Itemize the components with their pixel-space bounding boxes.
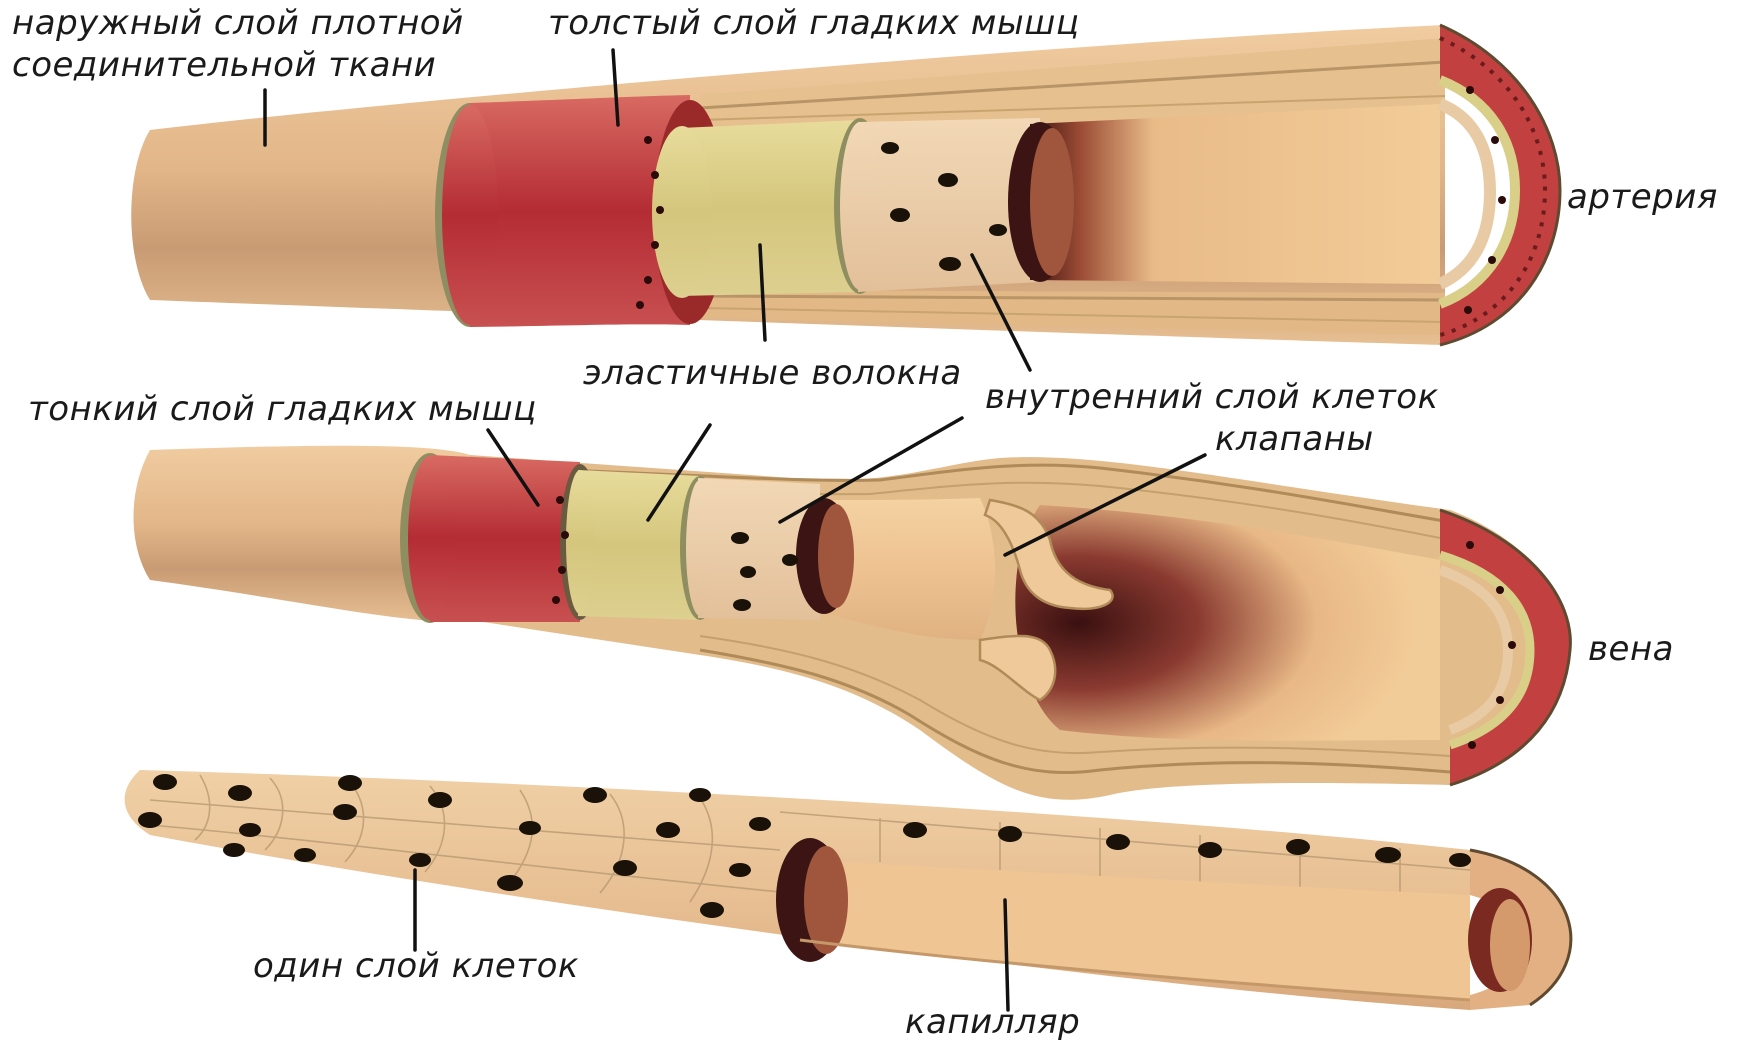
artery-lumen xyxy=(1030,104,1440,284)
label-thick-muscle: толстый слой гладких мышц xyxy=(548,3,1079,43)
label-outer-layer-line1: наружный слой плотной xyxy=(12,3,464,43)
label-inner-cells: внутренний слой клеток xyxy=(985,377,1439,417)
label-artery: артерия xyxy=(1567,177,1718,217)
label-vein: вена xyxy=(1588,629,1674,669)
label-elastic-fibers: эластичные волокна xyxy=(583,353,962,393)
label-capillary: капилляр xyxy=(905,1002,1080,1042)
label-valves: клапаны xyxy=(1215,419,1374,459)
label-one-cell-layer: один слой клеток xyxy=(253,946,579,986)
vein xyxy=(134,446,1571,800)
label-thin-muscle: тонкий слой гладких мышц xyxy=(28,389,537,429)
label-outer-layer-line2: соединительной ткани xyxy=(12,45,436,85)
